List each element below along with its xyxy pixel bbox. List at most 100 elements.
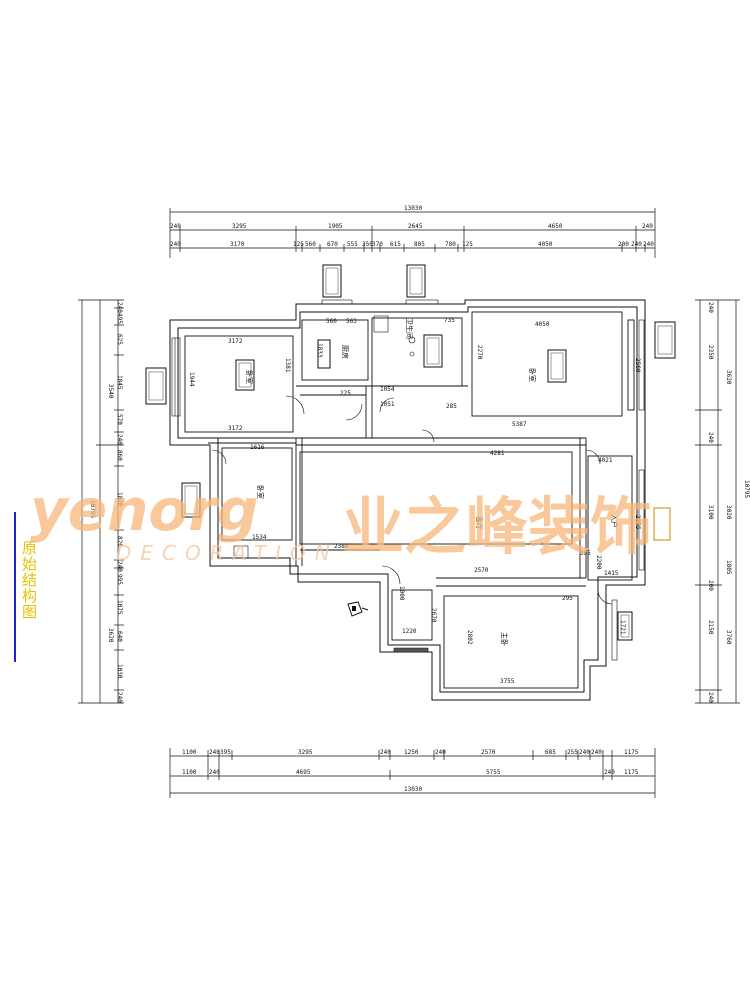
watermark-chinese: 业之峰装饰 (342, 490, 652, 563)
interior-dim: 3172 (228, 338, 243, 345)
right-dim: 240 (707, 432, 714, 443)
windows (171, 299, 645, 661)
room-tags (145, 264, 676, 641)
bottom-dim: 1175 (624, 749, 639, 756)
left-overall-dim: 10795 (89, 500, 96, 518)
interior-dim: 1000 (398, 586, 405, 601)
left-total-dim: 3620 (107, 628, 114, 643)
bottom-dim: 1100 (182, 769, 197, 776)
interior-dim: 1944 (188, 372, 195, 387)
top-dim: 4050 (538, 241, 553, 248)
interior-walls (184, 311, 635, 689)
bottom-dim: 5755 (486, 769, 501, 776)
right-total-dim: 3620 (725, 370, 732, 385)
room-label: 客厅 (475, 516, 484, 530)
bottom-dim: 255 (567, 749, 578, 756)
right-labels: 10795 3620 3760 240 2350 3100 240 2150 3… (707, 302, 750, 703)
interior-dim: 563 (346, 318, 357, 325)
bottom-dim: 240 (604, 769, 615, 776)
left-dimension-chain (78, 299, 124, 704)
interior-dim: 4050 (535, 321, 550, 328)
top-dim: 240 (643, 241, 654, 248)
room-label: 入户 (610, 514, 619, 528)
top-dim: 240 (170, 223, 181, 230)
entry-door-icon (347, 601, 369, 617)
interior-dim: 2802 (466, 630, 473, 645)
interior-dim: 1220 (402, 628, 417, 635)
interior-dim: 295 (562, 595, 573, 602)
right-dim: 200 (707, 580, 714, 591)
top-dim: 3295 (232, 223, 247, 230)
left-labels: 10795 3540 3620 240 495 625 1845 570 240… (89, 302, 123, 703)
right-dim: 1805 (725, 560, 732, 575)
bottom-dim: 395 (220, 749, 231, 756)
drawing-title: 原始结构图 (20, 540, 38, 620)
left-dim: 640 (116, 631, 123, 642)
top-dim: 560 (305, 241, 316, 248)
room-label: 厨房 (341, 345, 350, 359)
interior-dim: 225 (340, 390, 351, 397)
bottom-row2-labels: 1100 240 4695 5755 240 1175 (182, 769, 639, 776)
top-dim: 555 (347, 241, 358, 248)
top-dim: 125 (293, 241, 304, 248)
bottom-dim: 1175 (624, 769, 639, 776)
bottom-dim: 1250 (404, 749, 419, 756)
right-dim: 240 (707, 692, 714, 703)
top-dim: 240 (170, 241, 181, 248)
bottom-dim: 240 (591, 749, 602, 756)
interior-dim: 1534 (252, 534, 267, 541)
interior-dims: 3172 1944 3172 1381 1616 1534 2388 4281 … (188, 317, 641, 685)
bottom-dim: 3295 (298, 749, 313, 756)
left-dim: 240 (116, 692, 123, 703)
watermark: yenorg 业之峰装饰 DECORATION (30, 476, 652, 565)
interior-dim: 4281 (490, 450, 505, 457)
interior-dim: 2570 (474, 567, 489, 574)
room-label: 主卧 (500, 632, 509, 646)
watermark-latin: yenorg (30, 476, 258, 544)
left-dim: 240 (116, 434, 123, 445)
top-dim: 615 (390, 241, 401, 248)
interior-dim: 2388 (334, 543, 349, 550)
room-label: 卧室 (245, 370, 254, 384)
right-dim: 2150 (707, 620, 714, 635)
bottom-dim: 685 (545, 749, 556, 756)
right-overall-dim: 10795 (743, 480, 750, 498)
top-row2-labels: 240 3170 125 560 670 555 350 370 615 805… (170, 241, 654, 248)
left-dim: 240 (116, 302, 123, 313)
left-dim: 1845 (116, 375, 123, 390)
interior-dim: 3755 (500, 678, 515, 685)
room-label: 卫生间 (405, 318, 414, 339)
interior-dim: 2200 (595, 555, 602, 570)
bottom-dim: 2570 (481, 749, 496, 756)
bottom-dim: 240 (209, 769, 220, 776)
bottom-dim: 240 (209, 749, 220, 756)
interior-dim: 1616 (250, 444, 265, 451)
interior-dim: 5387 (512, 421, 527, 428)
interior-dim: 1833 (316, 343, 323, 358)
left-dim: 570 (116, 414, 123, 425)
room-label: 卧室 (528, 368, 537, 382)
room-label-group: 卧室 厨房 卫生间 卧室 客厅 卧室 主卧 入户 (245, 318, 619, 646)
interior-dim: 3172 (228, 425, 243, 432)
left-dim: 1030 (116, 664, 123, 679)
interior-dim: 1415 (604, 570, 619, 577)
right-dim: 240 (707, 302, 714, 313)
right-dimension-chain (695, 299, 740, 704)
left-dim: 1075 (116, 600, 123, 615)
top-overall-dim: 13030 (404, 205, 422, 212)
top-dim: 3170 (230, 241, 245, 248)
interior-dim: 560 (326, 318, 337, 325)
bottom-dimension-chain (169, 748, 656, 798)
bottom-overall-dim: 13030 (404, 786, 422, 793)
bottom-dim: 240 (435, 749, 446, 756)
interior-dim: 1054 (380, 386, 395, 393)
left-dim: 495 (116, 313, 123, 324)
top-dim: 4650 (548, 223, 563, 230)
right-dim: 3020 (725, 505, 732, 520)
top-dim: 370 (372, 241, 383, 248)
top-dimension-chain (169, 208, 656, 258)
watermark-decoration: DECORATION (116, 541, 339, 565)
left-dim: 995 (116, 574, 123, 585)
top-row1-labels: 240 3295 1905 2645 4650 240 (170, 223, 653, 230)
